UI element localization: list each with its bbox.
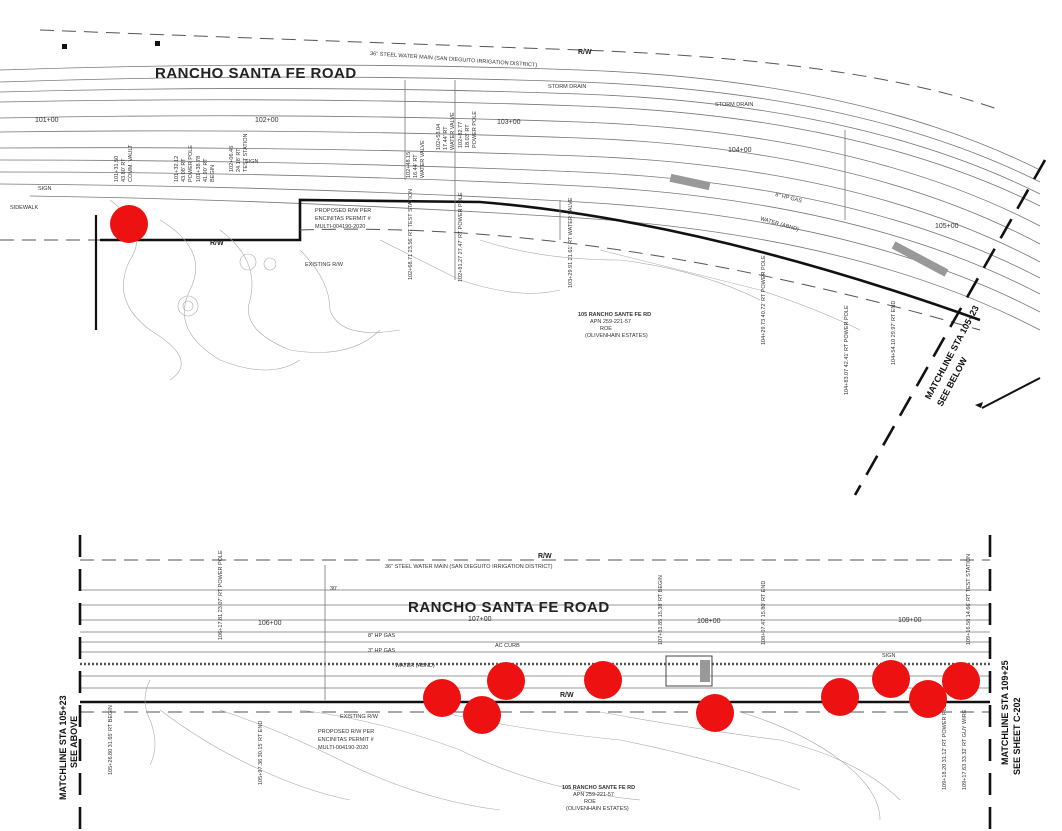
svg-text:POWER POLE: POWER POLE	[188, 145, 194, 182]
sidewalk-label: SIDEWALK	[10, 205, 39, 211]
water-abnd-label: WATER (ABND)	[395, 663, 435, 669]
svg-text:18.03' RT: 18.03' RT	[465, 124, 471, 148]
encinitas-permit-label: ENCINITAS PERMIT #	[315, 216, 372, 222]
proposed-rw-label: PROPOSED R/W PER	[318, 729, 374, 735]
sign-label: SIGN	[245, 159, 258, 165]
begin-label: 105+26.80 31.65' RT BEGIN	[108, 705, 114, 775]
hp-gas-label: 8" HP GAS	[775, 192, 803, 204]
encinitas-permit-label: ENCINITAS PERMIT #	[318, 737, 375, 743]
red-marker	[872, 660, 910, 698]
apn-number: APN 259-221-57	[573, 792, 614, 798]
multi-permit-label: MULTI-004190-2020	[318, 745, 368, 751]
roe-label: ROE	[584, 799, 596, 805]
test-station-label: 102+68.71 23.56' RT TEST STATION	[408, 189, 414, 280]
multi-permit-label: MULTI-004190-2020	[315, 224, 365, 230]
svg-text:TEST STATION: TEST STATION	[243, 133, 249, 172]
station-label: 105+00	[935, 223, 959, 230]
power-pole-label: 102+81.27 27.47' RT POWER POLE	[458, 192, 464, 282]
svg-text:43.80' RT: 43.80' RT	[121, 158, 127, 182]
road-name-bottom: RANCHO SANTA FE ROAD	[408, 599, 610, 616]
rw-label-bottom-2: R/W	[560, 692, 574, 699]
svg-text:16.44' RT: 16.44' RT	[413, 154, 419, 178]
svg-text:102+48.15: 102+48.15	[406, 152, 412, 178]
red-markers	[110, 205, 980, 734]
sign-label: SIGN	[882, 653, 895, 659]
water-main-label-bottom: 36" STEEL WATER MAIN (SAN DIEGUITO IRRIG…	[385, 564, 553, 570]
apn-address: 105 RANCHO SANTE FE RD	[562, 785, 635, 791]
svg-text:WATER VALVE: WATER VALVE	[450, 112, 456, 150]
station-label: 104+00	[728, 147, 752, 154]
svg-text:BEGIN: BEGIN	[210, 165, 216, 182]
station-label: 102+00	[255, 117, 279, 124]
svg-text:102+06.46: 102+06.46	[229, 146, 235, 172]
hp-gas-label: 8" HP GAS	[368, 633, 396, 639]
ac-curb-label: AC CURB	[495, 643, 520, 649]
red-marker	[942, 662, 980, 700]
svg-text:POWER POLE: POWER POLE	[472, 111, 478, 148]
hp-gas-label: 3" HP GAS	[368, 648, 396, 654]
water-valve-label: 103+29.91 21.61' RT WATER VALVE	[568, 197, 574, 288]
red-marker	[909, 680, 947, 718]
water-abnd-label: WATER (ABND)	[759, 216, 799, 233]
rw-label-top-2: R/W	[210, 240, 224, 247]
svg-text:101+32.12: 101+32.12	[174, 156, 180, 182]
power-pole-label: 106+17.81 23.07' RT POWER POLE	[218, 550, 224, 640]
storm-drain-label: STORM DRAIN	[715, 102, 753, 108]
svg-text:COMM. VAULT: COMM. VAULT	[128, 144, 134, 182]
matchline-right-sub: SEE SHEET C-202	[1012, 697, 1022, 775]
end-label: 104+54.10 29.97' RT END	[891, 301, 897, 365]
end-label: 108+07.47 15.80' RT END	[761, 581, 767, 645]
callout-stack-top: 102+48.15 16.44' RT WATER VALVE 102+53.0…	[114, 111, 478, 182]
svg-text:101+31.50: 101+31.50	[114, 156, 120, 182]
svg-text:17.44' RT: 17.44' RT	[443, 126, 449, 150]
station-label: 109+00	[898, 617, 922, 624]
red-marker	[423, 679, 461, 717]
rw-label-bottom: R/W	[538, 553, 552, 560]
station-label: 106+00	[258, 620, 282, 627]
svg-text:43.08' RT: 43.08' RT	[181, 158, 187, 182]
red-marker	[463, 696, 501, 734]
power-pole-label: 104+83.07 42.41' RT POWER POLE	[844, 305, 850, 395]
begin-label: 107+81.85 15.38' RT BEGIN	[658, 575, 664, 645]
water-main-label-top: 36" STEEL WATER MAIN (SAN DIEGUITO IRRIG…	[370, 51, 538, 69]
svg-text:WATER VALVE: WATER VALVE	[420, 140, 426, 178]
storm-drain-label: STORM DRAIN	[548, 84, 586, 90]
test-station-label: 109+16.58 14.66' RT TEST STATION	[966, 554, 972, 645]
proposed-rw-label: PROPOSED R/W PER	[315, 208, 371, 214]
apn-address: 105 RANCHO SANTE FE RD	[578, 312, 651, 318]
guy-wire-label: 109+17.63 33.32' RT GUY WIRE	[962, 709, 968, 790]
matchline-left-sub: SEE ABOVE	[69, 716, 79, 768]
owner-label: (OLIVENHAIN ESTATES)	[585, 333, 648, 339]
dimension-label: 30'	[330, 586, 337, 592]
top-sheet: RANCHO SANTA FE ROAD 36" STEEL WATER MAI…	[0, 29, 1047, 496]
station-label: 108+00	[697, 618, 721, 625]
station-label: 103+00	[497, 119, 521, 126]
red-marker	[110, 205, 148, 243]
red-marker	[821, 678, 859, 716]
station-label: 101+00	[35, 117, 59, 124]
svg-text:41.90' RT: 41.90' RT	[203, 158, 209, 182]
sign-label: SIGN	[38, 186, 51, 192]
power-pole-label: 104+29.73 40.72' RT POWER POLE	[761, 255, 767, 345]
matchline-left: MATCHLINE STA 105+23	[58, 695, 68, 800]
existing-rw-label: EXISTING R/W	[340, 714, 379, 720]
existing-rw-label: EXISTING R/W	[305, 262, 344, 268]
rw-label-top: R/W	[578, 49, 592, 56]
roe-label: ROE	[600, 326, 612, 332]
apn-number: APN 259-221-57	[590, 319, 631, 325]
station-label: 107+00	[468, 616, 492, 623]
svg-text:102+53.04: 102+53.04	[436, 124, 442, 150]
svg-text:24.18' RT: 24.18' RT	[236, 148, 242, 172]
svg-text:102+82.77: 102+82.77	[458, 122, 464, 148]
power-pole-label: 109+18.20 31.12' RT POWER POLE	[942, 700, 948, 790]
svg-text:101+38.78: 101+38.78	[196, 156, 202, 182]
owner-label: (OLIVENHAIN ESTATES)	[566, 806, 629, 812]
end-label: 105+97.36 30.15' RT END	[258, 721, 264, 785]
matchline-right: MATCHLINE STA 109+25	[1000, 660, 1010, 765]
red-marker	[487, 662, 525, 700]
red-marker	[584, 661, 622, 699]
road-name-top: RANCHO SANTA FE ROAD	[155, 65, 357, 82]
red-marker	[696, 694, 734, 732]
